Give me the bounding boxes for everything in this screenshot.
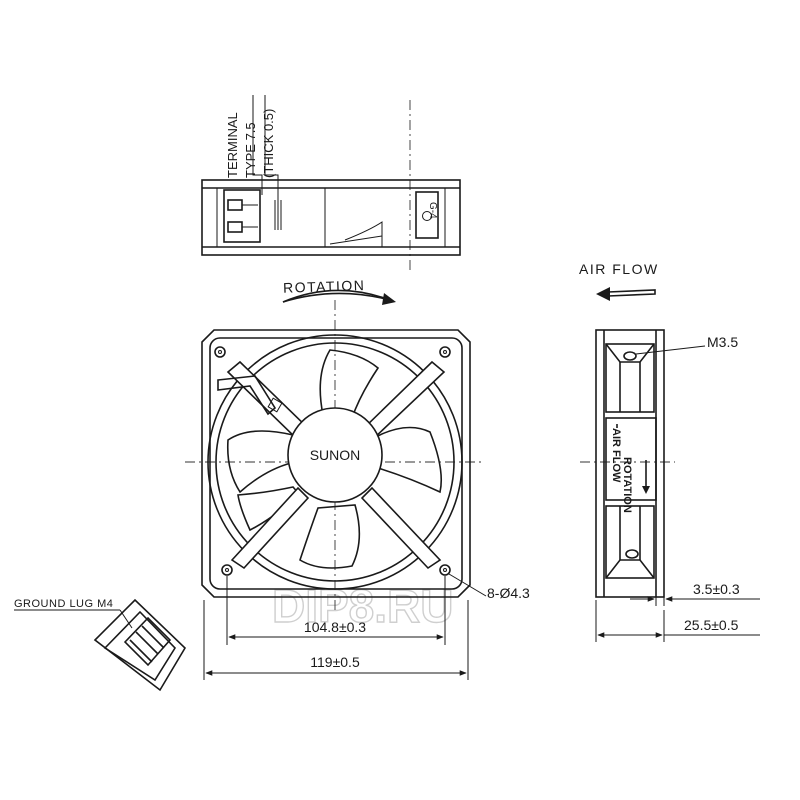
- flange-dimension: 3.5±0.3: [693, 581, 740, 597]
- terminal-label-1: TERMINAL: [225, 112, 240, 178]
- air-flow-indicator: AIR FLOW: [579, 261, 659, 301]
- brand-label: SUNON: [310, 447, 361, 463]
- top-view: G-4 TERMINAL TYPE 7.5 (THICK 0.5): [201, 95, 461, 270]
- side-air-flow-label: AIR FLOW: [610, 428, 622, 483]
- screw-dimension: M3.5: [707, 334, 738, 350]
- side-rotation-label: ROTATION: [621, 457, 633, 513]
- ground-lug-detail: GROUND LUG M4: [14, 598, 187, 692]
- top-mark: G-4: [427, 202, 438, 219]
- frame-width-dimension: 119±0.5: [310, 654, 360, 670]
- holes-dimension: 8-Ø4.3: [487, 585, 530, 601]
- terminal-label-2: TYPE 7.5: [243, 122, 258, 178]
- hole-spacing-dimension: 104.8±0.3: [304, 619, 366, 635]
- air-flow-label: AIR FLOW: [579, 261, 659, 277]
- front-view: SUNON: [185, 300, 485, 610]
- side-dimensions: M3.5 3.5±0.3 25.5±0.5: [595, 334, 760, 642]
- depth-dimension: 25.5±0.5: [684, 617, 739, 633]
- side-view: AIR FLOW ROTATION: [580, 329, 675, 598]
- ground-lug-label: GROUND LUG M4: [14, 598, 113, 610]
- terminal-label-3: (THICK 0.5): [261, 109, 276, 178]
- front-dimensions: 8-Ø4.3 104.8±0.3 119±0.5: [203, 573, 530, 680]
- rotation-indicator: ROTATION: [282, 277, 396, 305]
- rotation-label: ROTATION: [283, 277, 366, 296]
